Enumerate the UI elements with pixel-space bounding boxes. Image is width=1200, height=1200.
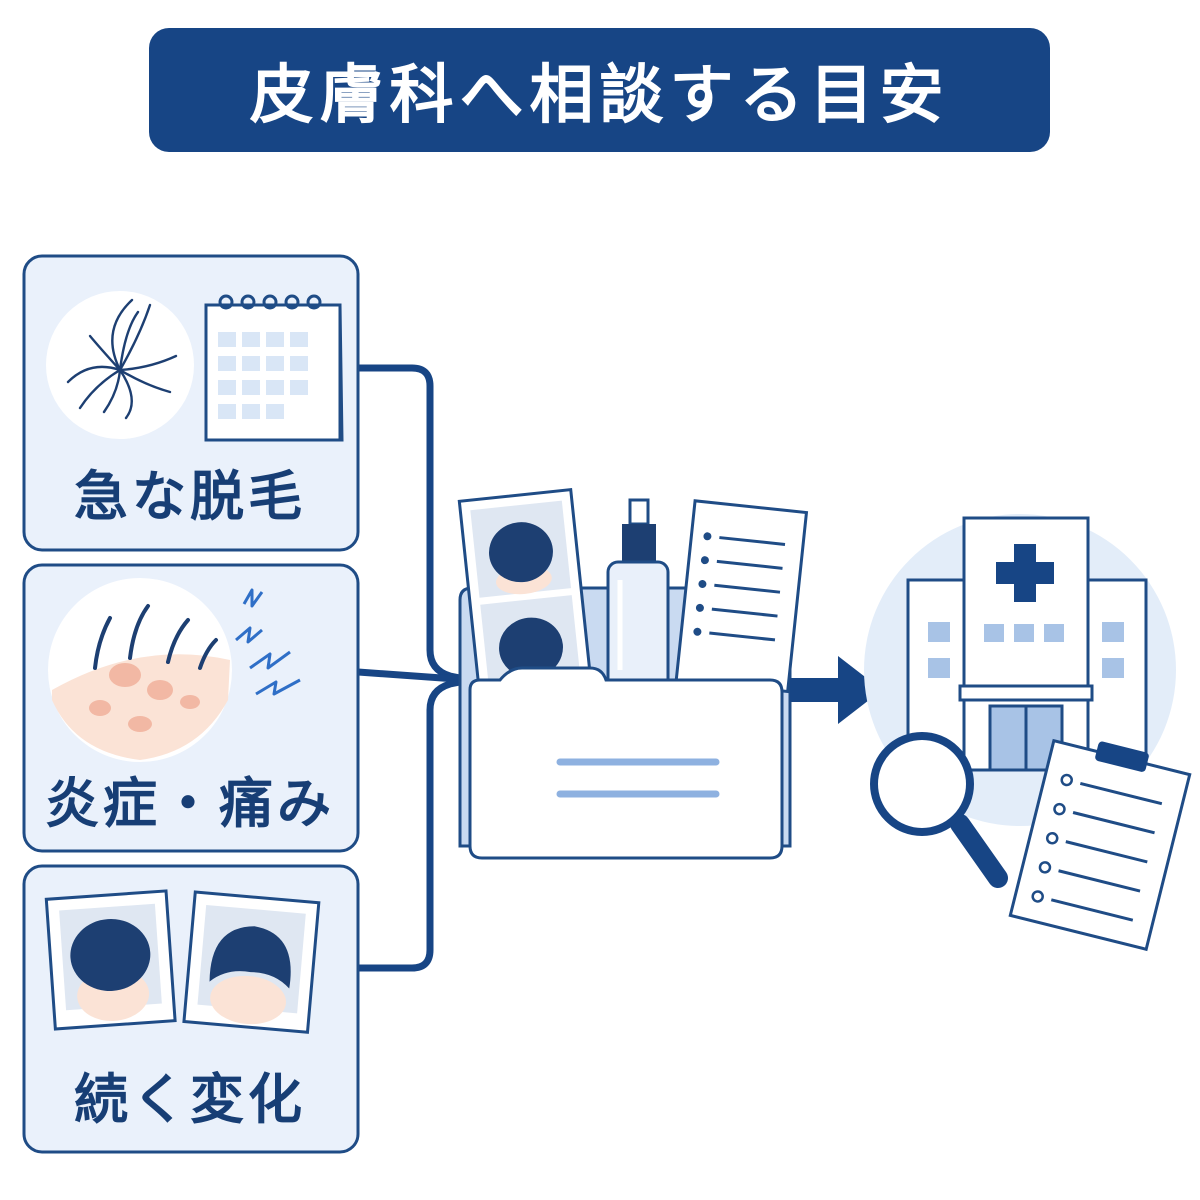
title-banner: 皮膚科へ相談する目安 [149, 28, 1050, 152]
record-folder-illustration [457, 487, 809, 860]
card-label-sudden-hair-loss: 急な脱毛 [74, 465, 306, 528]
pain-zigzag-icon [235, 588, 301, 696]
before-photo-icon [44, 889, 177, 1031]
card-inflammation-pain: 炎症・痛み [22, 563, 360, 853]
card-label-continued-change: 続く変化 [74, 1068, 306, 1131]
inflamed-scalp-icon [48, 578, 232, 762]
magnifier-icon [870, 732, 1008, 888]
card-sudden-hair-loss: 急な脱毛 [22, 254, 360, 552]
spray-bottle-icon [606, 498, 670, 694]
after-photo-icon [182, 890, 321, 1034]
clipboard-icon [1008, 738, 1192, 952]
hair-strands-icon [46, 291, 194, 439]
page-title: 皮膚科へ相談する目安 [249, 59, 950, 133]
connector-lines [354, 364, 474, 972]
card-label-inflammation-pain: 炎症・痛み [45, 772, 335, 835]
calendar-icon [204, 294, 344, 442]
checklist-sheet-icon [674, 499, 809, 694]
hospital-windows [928, 622, 1124, 678]
hospital-illustration [864, 514, 1192, 952]
medical-cross-icon [996, 544, 1054, 602]
card-continued-change: 続く変化 [22, 864, 360, 1154]
flow-arrow-icon [790, 656, 882, 724]
